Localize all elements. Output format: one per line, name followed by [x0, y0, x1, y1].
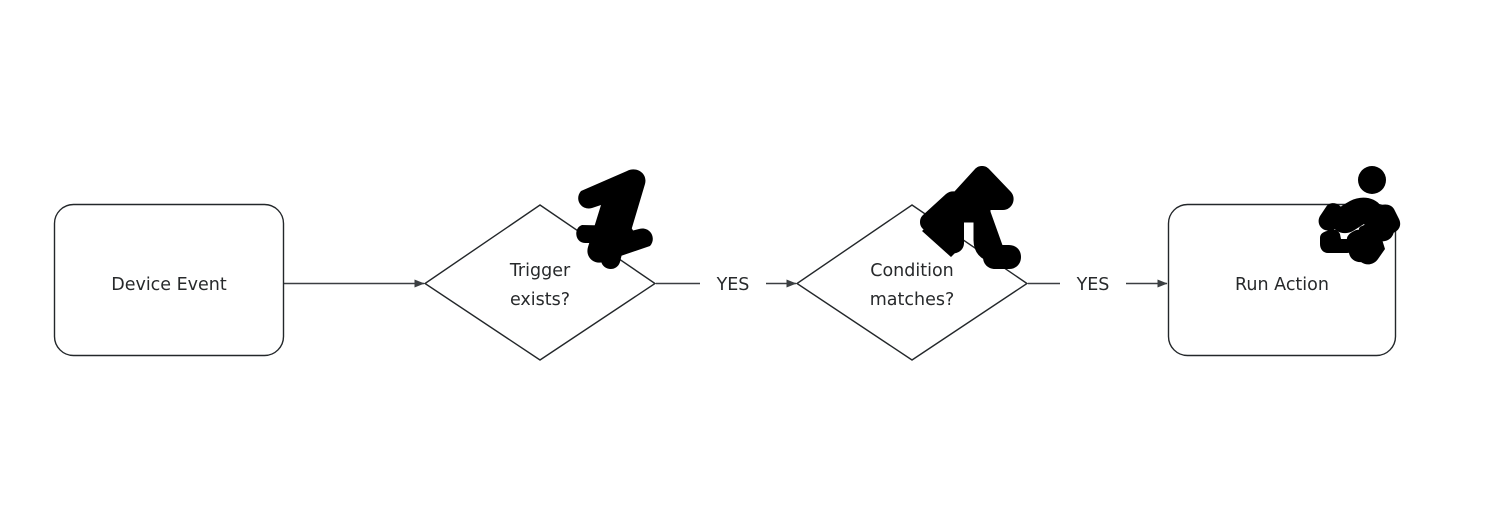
lightning-bolt-icon [576, 169, 653, 270]
edge-trigger-to-condition: YES [656, 275, 797, 295]
trigger-exists-label-line1: Trigger [509, 261, 571, 281]
branch-fork-arrow-icon [920, 166, 1021, 269]
condition-matches-label-line2: matches? [870, 290, 955, 310]
trigger-exists-label-line2: exists? [510, 290, 570, 310]
edge-condition-to-run-action: YES [1028, 275, 1168, 295]
node-device-event[interactable]: Device Event [53, 203, 285, 357]
run-action-label: Run Action [1235, 275, 1329, 295]
device-event-shape[interactable] [53, 203, 285, 357]
device-event-label: Device Event [111, 275, 227, 295]
condition-matches-label-line1: Condition [870, 261, 954, 281]
edge-label-yes-1: YES [716, 275, 750, 295]
node-condition-matches[interactable]: Condition matches? [795, 204, 1029, 361]
running-person-icon [1318, 166, 1401, 265]
node-trigger-exists[interactable]: Trigger exists? [423, 204, 657, 361]
edge-label-yes-2: YES [1076, 275, 1110, 295]
